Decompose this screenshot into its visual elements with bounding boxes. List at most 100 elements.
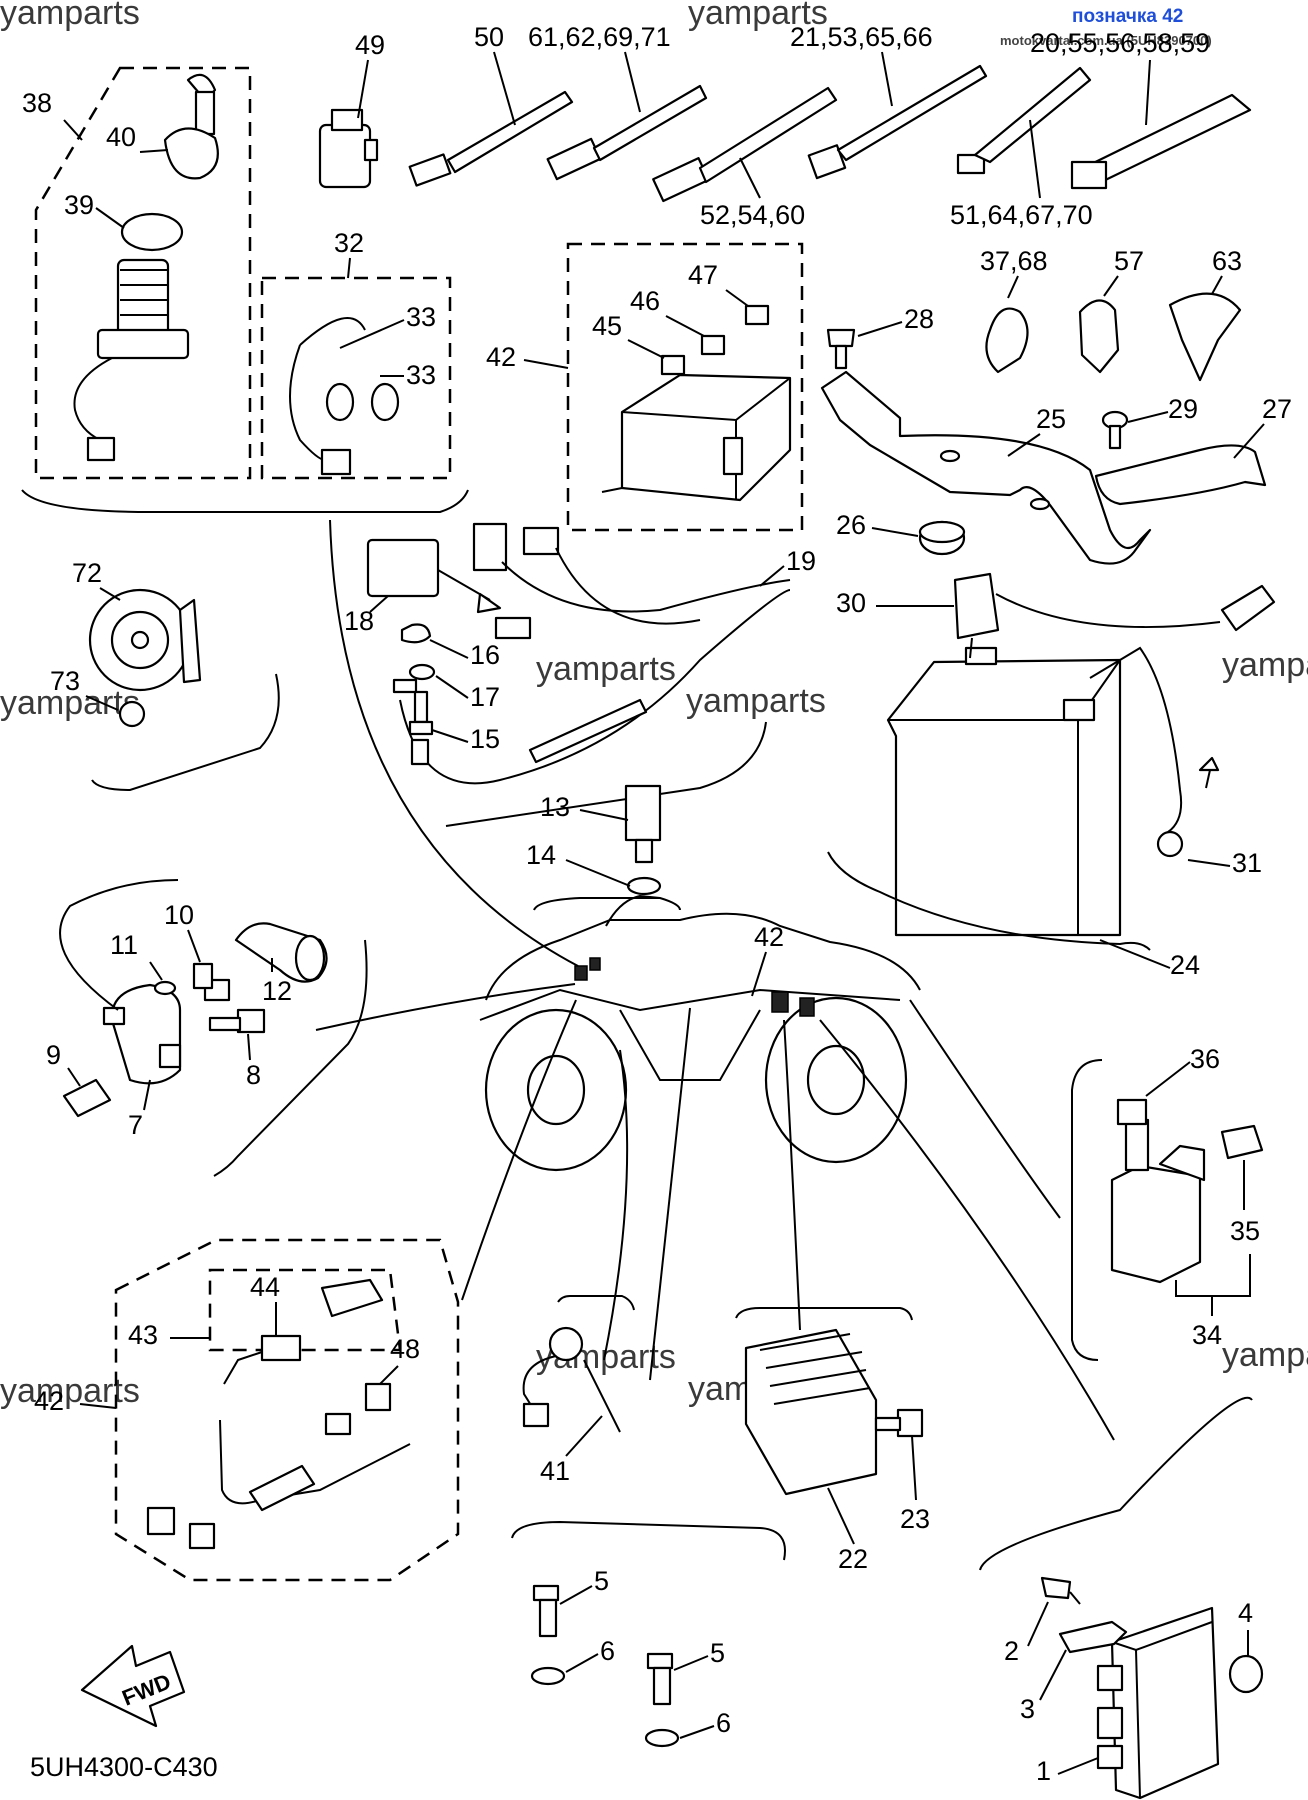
cable-31: [1089, 646, 1220, 858]
clamp-63: [1168, 292, 1242, 382]
label-30: 30: [836, 588, 866, 618]
label-22: 22: [838, 1544, 868, 1574]
ignition-coil-7: [59, 879, 182, 1085]
thermo-switch-13: [624, 784, 662, 896]
switch-41: [522, 1326, 621, 1433]
battery-icon: [886, 646, 1122, 937]
label-26: 26: [836, 510, 866, 540]
relay-18: [366, 538, 502, 614]
label-18: 18: [344, 606, 374, 636]
ignition-group-box: [34, 66, 252, 480]
label-8: 8: [246, 1060, 261, 1090]
watermark: yamparts: [686, 682, 826, 720]
watermark: yamparts: [0, 684, 140, 722]
label-19: 19: [786, 546, 816, 576]
watermark: yamparts: [688, 0, 828, 32]
label-47: 47: [688, 260, 718, 290]
bolt-36: [1116, 1098, 1148, 1126]
cable-tie-20: [1070, 93, 1252, 190]
label-5a: 5: [594, 1566, 609, 1596]
label-72: 72: [72, 558, 102, 588]
fuse-box-icon: [601, 304, 792, 502]
label-51: 51,64,67,70: [950, 200, 1093, 230]
fwd-arrow-icon: FWD: [80, 1644, 186, 1728]
label-52: 52,54,60: [700, 200, 805, 230]
screw-29: [1101, 410, 1129, 450]
spark-plug-cap-12: [234, 922, 328, 983]
label-21: 21,53,65,66: [790, 22, 933, 52]
plug-9: [62, 1078, 112, 1118]
cable-tie-52: [652, 86, 838, 203]
header-title: позначка 42: [1072, 6, 1183, 27]
harness-44: [223, 1278, 384, 1385]
terminal-16: [400, 623, 432, 644]
label-39: 39: [64, 190, 94, 220]
screw-2: [1040, 1576, 1081, 1605]
label-36: 36: [1190, 1044, 1220, 1074]
label-10: 10: [164, 900, 194, 930]
ignition-key-icon: [163, 73, 219, 180]
watermark: yamparts: [1222, 646, 1308, 684]
label-16: 16: [470, 640, 500, 670]
cable-19: [399, 589, 791, 785]
label-25: 25: [1036, 404, 1066, 434]
label-7: 7: [128, 1110, 143, 1140]
ignition-switch: [73, 212, 190, 462]
bolt-10: [192, 962, 231, 1002]
label-33a: 33: [406, 302, 436, 332]
washer-17: [408, 663, 436, 681]
label-73: 73: [50, 666, 80, 696]
bulb-group-box: [260, 276, 452, 480]
wire-harness-42: [146, 1412, 411, 1550]
bolt-15: [392, 678, 434, 766]
label-1: 1: [1036, 1756, 1051, 1786]
label-20: 20,55,56,58,59: [1030, 28, 1210, 58]
label-33b: 33: [406, 360, 436, 390]
label-43: 43: [128, 1320, 158, 1350]
connector-49: [318, 108, 379, 189]
label-50: 50: [474, 22, 504, 52]
label-49: 49: [355, 30, 385, 60]
cable-tie-51: [956, 66, 1092, 175]
label-46: 46: [630, 286, 660, 316]
cable-tie-61: [546, 84, 708, 181]
bulb-harness: [289, 317, 400, 476]
clamp-37: [985, 307, 1029, 374]
connector-pair: [472, 522, 791, 625]
bolt-23: [874, 1408, 924, 1438]
label-32: 32: [334, 228, 364, 258]
watermark: yamparts: [1222, 1336, 1308, 1374]
label-38: 38: [22, 88, 52, 118]
label-11: 11: [110, 930, 138, 960]
label-35: 35: [1230, 1216, 1260, 1246]
label-42c: 42: [34, 1386, 64, 1416]
atv-icon: [479, 894, 921, 1172]
watermark: yamparts: [0, 1372, 140, 1410]
label-15: 15: [470, 724, 500, 754]
label-2: 2: [1004, 1636, 1019, 1666]
bolt-5b: [644, 1652, 680, 1748]
label-42a: 42: [486, 342, 516, 372]
label-24: 24: [1170, 950, 1200, 980]
label-6b: 6: [716, 1708, 731, 1738]
cdi-unit-1: [1096, 1606, 1220, 1800]
label-37: 37,68: [980, 246, 1048, 276]
bolt-8: [208, 1008, 266, 1034]
label-28: 28: [904, 304, 934, 334]
cable-tie-50: [408, 90, 574, 187]
header-subtitle: motokvartal.com.ua (5UH8390700): [1000, 33, 1212, 48]
label-44: 44: [250, 1272, 280, 1302]
label-63: 63: [1212, 246, 1242, 276]
label-29: 29: [1168, 394, 1198, 424]
label-12: 12: [262, 976, 292, 1006]
label-17: 17: [470, 682, 500, 712]
connector-48: [364, 1382, 392, 1412]
label-42b: 42: [754, 922, 784, 952]
bolt-28: [826, 328, 856, 370]
clamp-57: [1078, 299, 1120, 374]
label-41: 41: [540, 1456, 570, 1486]
fuse-box-group: [566, 242, 804, 532]
label-40: 40: [106, 122, 136, 152]
bracket-3: [1058, 1620, 1128, 1654]
